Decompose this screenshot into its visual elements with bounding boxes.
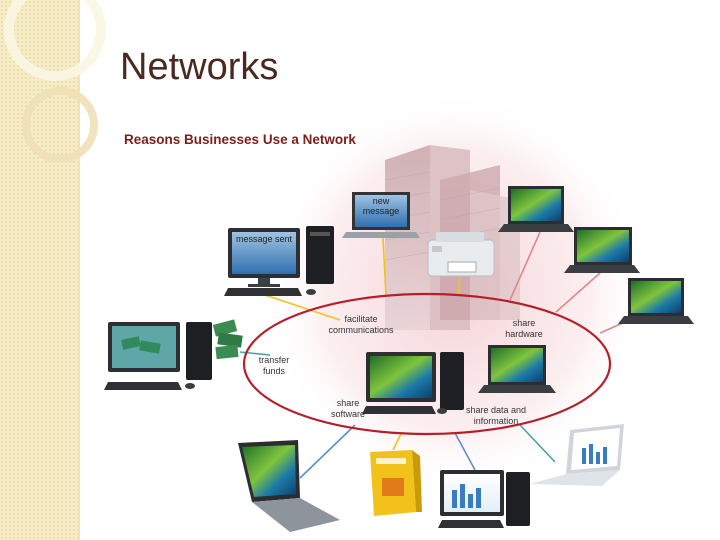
sidebar-edge [78,0,80,540]
link-pc-message-sent [264,294,341,321]
link-funds [239,351,271,356]
sidebar-rings [4,0,106,163]
network-links [239,231,626,479]
laptop-new-message [342,192,420,238]
label-share-hardware: share hardware [505,318,543,339]
link-printer [457,277,461,297]
laptop-center-right [478,345,556,393]
slide-title: Networks [120,46,279,88]
desktop-message-sent [224,226,334,296]
laptop-right-top [498,186,574,232]
link-pc-bottom [454,432,476,471]
label-share-data: share data and information [465,405,527,426]
label-facilitate-communications: facilitate communications [328,314,394,335]
network-hub-ellipse [242,292,612,436]
label-transfer-funds: transfer funds [258,355,290,376]
desktop-transfer-funds [104,322,212,390]
printer-illustration [427,232,495,277]
desktop-bottom-chart [438,470,530,528]
laptop-bottom-right [530,424,624,486]
screen-text-message-sent: message sent [235,234,293,244]
desktop-center [362,352,464,414]
link-laptop-right-1 [555,272,601,313]
laptop-bottom-left [238,440,340,532]
screen-text-new-message: new message [362,196,400,216]
link-laptop-bottom-right [519,424,556,463]
laptop-right-middle [564,227,640,273]
laptop-right-lower [618,278,694,324]
link-laptop-new-message [382,237,387,297]
link-laptop-top-right [509,231,541,301]
money-stack-illustration [212,319,243,360]
link-software-box [392,431,403,451]
diagram-title: Reasons Businesses Use a Network [124,132,356,147]
link-laptop-bottom-left [299,424,356,479]
label-share-software: share software [330,398,365,419]
software-box-illustration [370,450,422,516]
